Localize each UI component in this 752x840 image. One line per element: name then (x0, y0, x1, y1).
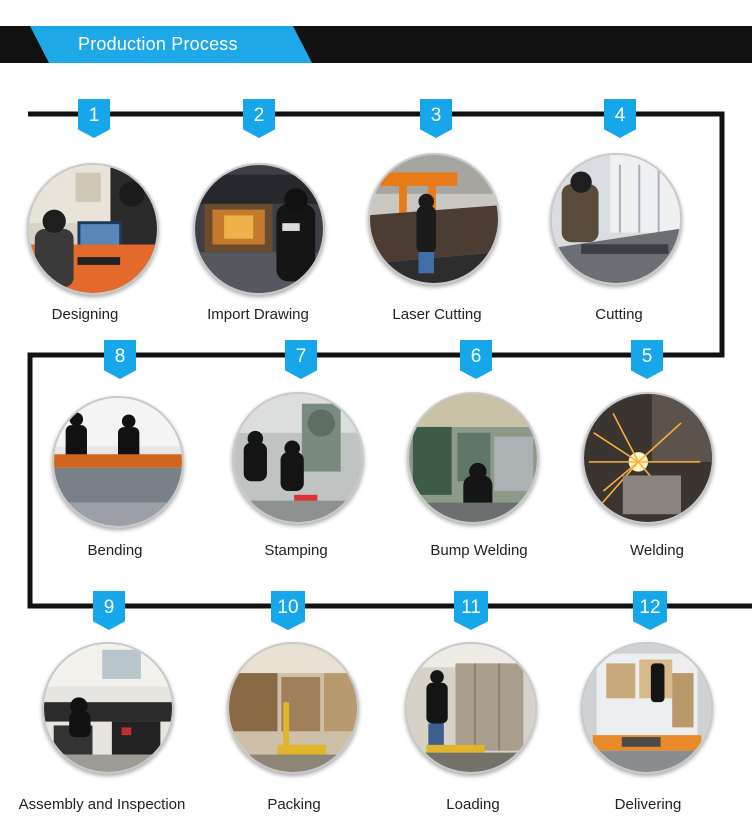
bump-welding-photo-icon (407, 392, 539, 524)
delivering-photo-icon (581, 642, 713, 774)
step-label: Packing (267, 796, 321, 813)
loading-photo-icon (405, 642, 537, 774)
step-label: Delivering (614, 796, 682, 813)
step-number-badge: 4 (604, 99, 636, 138)
step-number-badge: 12 (633, 591, 667, 630)
step-label: Bending (87, 542, 143, 559)
step-number-badge: 3 (420, 99, 452, 138)
step-label: Loading (446, 796, 500, 813)
step-number-badge: 9 (93, 591, 125, 630)
step-label: Designing (51, 306, 119, 323)
step-number-badge: 2 (243, 99, 275, 138)
welding-photo-icon (582, 392, 714, 524)
step-label: Assembly and Inspection (18, 796, 186, 813)
step-label: Cutting (595, 306, 643, 323)
step-label: Welding (630, 542, 684, 559)
step-label: Import Drawing (207, 306, 309, 323)
step-number-badge: 11 (454, 591, 488, 630)
cutting-photo-icon (550, 153, 682, 285)
step-number-badge: 10 (271, 591, 305, 630)
step-number-badge: 6 (460, 340, 492, 379)
bending-photo-icon (52, 396, 184, 528)
step-number-badge: 5 (631, 340, 663, 379)
assembly-photo-icon (42, 642, 174, 774)
packing-photo-icon (227, 642, 359, 774)
step-label: Laser Cutting (392, 306, 482, 323)
step-number-badge: 8 (104, 340, 136, 379)
designing-photo-icon (27, 163, 159, 295)
page-title: Production Process (78, 34, 238, 54)
step-label: Stamping (264, 542, 328, 559)
header-bar: Production Process (0, 26, 752, 63)
import-drawing-photo-icon (193, 163, 325, 295)
laser-cutting-photo-icon (368, 153, 500, 285)
header-accent-tab (30, 26, 312, 63)
step-number-badge: 7 (285, 340, 317, 379)
step-label: Bump Welding (430, 542, 528, 559)
step-number-badge: 1 (78, 99, 110, 138)
stamping-photo-icon (232, 392, 364, 524)
